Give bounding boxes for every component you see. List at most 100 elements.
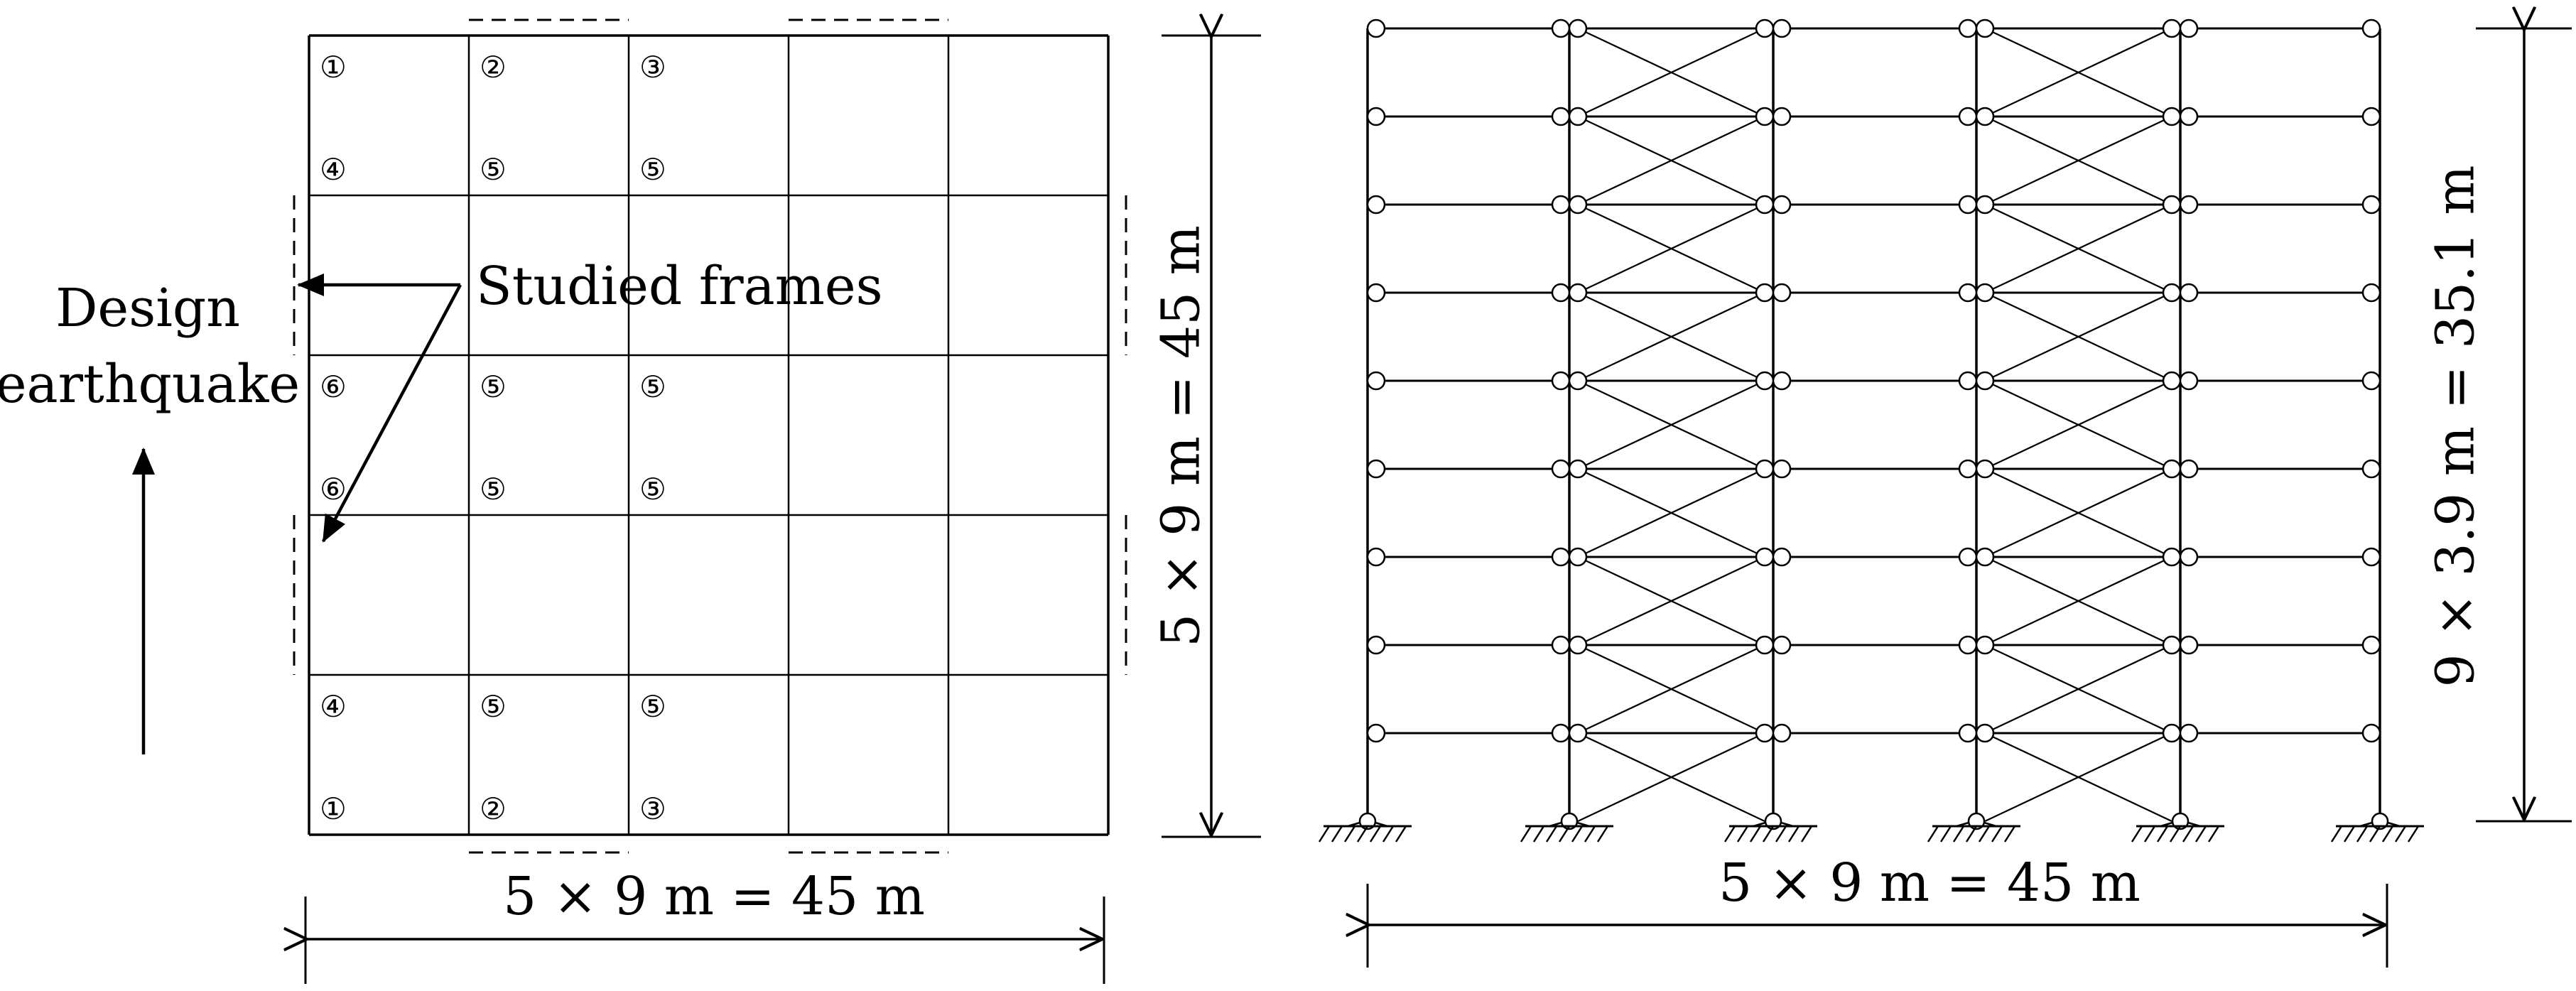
support-hatch xyxy=(1927,825,1939,843)
hinge-circle xyxy=(2361,283,2381,303)
hinge-circle xyxy=(1975,283,1995,303)
support-hatch xyxy=(1965,825,1978,843)
frame-type-label: ⑤ xyxy=(639,369,666,404)
brace-member xyxy=(1577,644,1765,734)
support-hatch xyxy=(1571,825,1584,843)
brace-member xyxy=(1577,732,1765,822)
hinge-circle xyxy=(1568,635,1588,655)
hinge-circle xyxy=(2179,459,2199,479)
studied-frames-label: Studied frames xyxy=(476,256,883,317)
hinge-circle xyxy=(1755,459,1775,479)
brace-member xyxy=(1984,380,2172,470)
hinge-circle xyxy=(2162,195,2182,215)
hinge-circle xyxy=(2162,371,2182,391)
elevation-view: 5 × 9 m = 45 m 9 × 3.9 m = 35.1 m xyxy=(1318,18,2572,968)
hinge-circle xyxy=(2179,723,2199,743)
support-hatch xyxy=(2207,825,2220,843)
brace-member xyxy=(1577,556,1765,646)
hinge-circle xyxy=(1366,18,1386,38)
support-hatch xyxy=(2330,825,2343,843)
support-hatch xyxy=(1356,825,1369,843)
support-hatch xyxy=(1991,825,2003,843)
frame-type-label: ⑤ xyxy=(480,472,507,507)
hinge-circle xyxy=(1958,18,1978,38)
hinge-circle xyxy=(1551,283,1571,303)
hinge-circle xyxy=(1975,635,1995,655)
hinge-circle xyxy=(1772,723,1792,743)
hinge-circle xyxy=(2361,18,2381,38)
hinge-circle xyxy=(1975,371,1995,391)
hinge-circle xyxy=(2179,371,2199,391)
frame-type-label: ⑥ xyxy=(320,472,347,507)
support-hatch xyxy=(1584,825,1596,843)
hinge-circle xyxy=(1551,547,1571,567)
brace-member xyxy=(1577,380,1765,470)
hinge-circle xyxy=(2179,283,2199,303)
hinge-circle xyxy=(2162,723,2182,743)
hinge-circle xyxy=(2162,107,2182,126)
hinge-circle xyxy=(1958,459,1978,479)
hinge-circle xyxy=(1551,723,1571,743)
hinge-circle xyxy=(2361,547,2381,567)
hinge-circle xyxy=(1772,547,1792,567)
brace-member xyxy=(1984,732,2172,822)
hinge-circle xyxy=(1958,283,1978,303)
brace-member xyxy=(1577,28,1765,117)
support-hatch xyxy=(2143,825,2156,843)
hinge-circle xyxy=(1772,283,1792,303)
hinge-circle xyxy=(2361,195,2381,215)
hinge-circle xyxy=(1755,283,1775,303)
support-hatch xyxy=(1749,825,1762,843)
support-hatch xyxy=(2131,825,2143,843)
support-hatch xyxy=(2169,825,2182,843)
studied-frames-arrow-diagonal xyxy=(322,283,462,543)
support-hatch xyxy=(2407,825,2420,843)
hinge-circle xyxy=(2179,18,2199,38)
support-hatch xyxy=(1723,825,1736,843)
support-hatch xyxy=(1558,825,1571,843)
hinge-circle xyxy=(1366,195,1386,215)
hinge-circle xyxy=(2162,459,2182,479)
hinge-circle xyxy=(1772,107,1792,126)
frame-type-label: ① xyxy=(320,50,347,85)
hinge-circle xyxy=(1551,18,1571,38)
hinge-circle xyxy=(2179,107,2199,126)
hinge-circle xyxy=(1958,371,1978,391)
hinge-circle xyxy=(1366,723,1386,743)
hinge-circle xyxy=(2361,459,2381,479)
frame-type-label: ⑤ xyxy=(639,689,666,724)
hinge-circle xyxy=(1568,283,1588,303)
support-hatch xyxy=(1787,825,1800,843)
hinge-circle xyxy=(1958,107,1978,126)
frame-type-label: ③ xyxy=(639,50,666,85)
hinge-circle xyxy=(1958,547,1978,567)
frame-type-label: ④ xyxy=(320,689,347,724)
support-hatch xyxy=(2343,825,2356,843)
brace-member xyxy=(1984,644,2172,734)
hinge-circle xyxy=(1366,283,1386,303)
frame-type-label: ⑤ xyxy=(480,369,507,404)
brace-member xyxy=(1577,116,1765,205)
plan-dashed-marks xyxy=(293,18,1127,854)
hinge-circle xyxy=(1975,723,1995,743)
brace-member xyxy=(1577,292,1765,381)
support-hatch xyxy=(2381,825,2394,843)
hinge-circle xyxy=(1975,18,1995,38)
hinge-circle xyxy=(2179,635,2199,655)
support-hatch xyxy=(2369,825,2381,843)
hinge-circle xyxy=(2361,635,2381,655)
hinge-circle xyxy=(2162,547,2182,567)
brace-member xyxy=(1577,468,1765,558)
frame-type-label: ⑤ xyxy=(480,689,507,724)
support-hatch xyxy=(1331,825,1343,843)
plan-depth-dimension-label: 5 × 9 m = 45 m xyxy=(1150,225,1211,647)
hinge-circle xyxy=(1568,371,1588,391)
pin-hinges xyxy=(1366,18,2381,743)
support-hatch xyxy=(2156,825,2169,843)
plan-width-dimension-label: 5 × 9 m = 45 m xyxy=(503,866,925,927)
support-hatch xyxy=(1395,825,1407,843)
support-hatch xyxy=(1520,825,1532,843)
